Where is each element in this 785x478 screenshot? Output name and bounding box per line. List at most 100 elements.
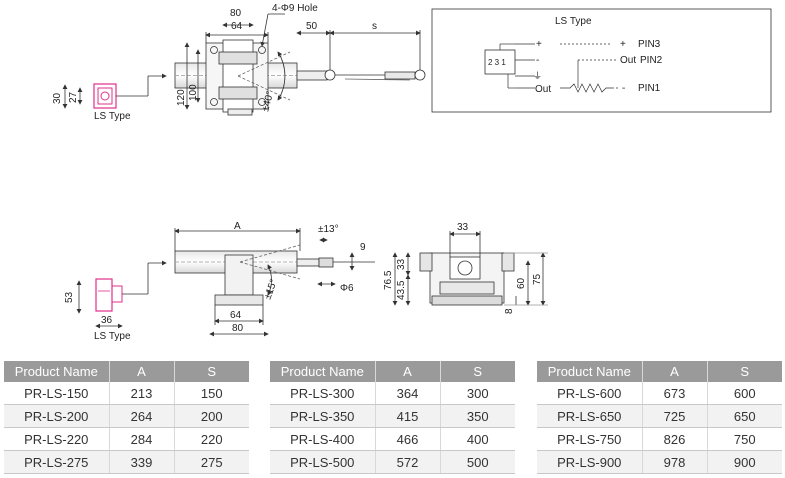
col-s: S	[706, 361, 782, 382]
pin-out-2: Out	[620, 55, 636, 66]
col-s: S	[439, 361, 515, 382]
dim-33-side: 33	[396, 258, 407, 270]
cell-a: 415	[374, 404, 440, 428]
ls-schematic: LS Type 2 3 1 + - ⏚ Out + Out - PIN3 PIN…	[431, 8, 772, 113]
dim-30: 30	[52, 92, 63, 104]
pin-plus-2: +	[620, 39, 626, 50]
cell-a: 213	[108, 382, 174, 405]
cell-product: PR-LS-220	[4, 427, 109, 451]
col-product-name: Product Name	[4, 361, 109, 382]
pin1-label: PIN1	[638, 83, 661, 94]
cell-s: 750	[706, 427, 782, 451]
ls-type-caption-top: LS Type	[94, 111, 131, 122]
dim-76-5: 76.5	[383, 270, 394, 290]
cell-product: PR-LS-500	[270, 450, 375, 474]
cell-a: 466	[374, 427, 440, 451]
pin-out-1: Out	[535, 84, 551, 95]
cell-product: PR-LS-300	[270, 382, 375, 405]
cell-product: PR-LS-650	[537, 404, 642, 428]
dim-50: 50	[306, 21, 318, 32]
cell-a: 572	[374, 450, 440, 474]
cell-product: PR-LS-600	[537, 382, 642, 405]
cell-product: PR-LS-150	[4, 382, 109, 405]
pin-minus-1: -	[536, 55, 539, 66]
cell-product: PR-LS-350	[270, 404, 375, 428]
hole-label: 4-Φ9 Hole	[272, 3, 318, 14]
cell-product: PR-LS-275	[4, 450, 109, 474]
schematic-title: LS Type	[555, 16, 592, 27]
col-s: S	[173, 361, 249, 382]
dim-100: 100	[188, 84, 199, 101]
front-view-labels: 80 64 4-Φ9 Hole 50 s 120 100 ±40°	[176, 3, 377, 113]
dim-53: 53	[64, 291, 75, 303]
dim-80-side: 80	[232, 323, 244, 334]
dim-angle-13: ±13°	[318, 224, 339, 235]
cell-a: 725	[641, 404, 707, 428]
cell-s: 600	[706, 382, 782, 405]
dim-angle-40: ±40°	[260, 90, 276, 113]
cell-product: PR-LS-200	[4, 404, 109, 428]
cell-a: 826	[641, 427, 707, 451]
col-product-name: Product Name	[270, 361, 375, 382]
cell-s: 275	[173, 450, 249, 474]
dim-27: 27	[68, 91, 79, 103]
pin-minus-2: -	[622, 83, 625, 94]
col-a: A	[641, 361, 707, 382]
cell-a: 284	[108, 427, 174, 451]
dim-120: 120	[176, 89, 187, 106]
col-a: A	[374, 361, 440, 382]
cell-s: 900	[706, 450, 782, 474]
conn-pins-label: 2 3 1	[488, 58, 506, 67]
side-view-labels: A ±13° 9 Φ6 ±15° 64 80	[230, 221, 366, 334]
ls-type-caption-bottom: LS Type	[94, 331, 131, 342]
cell-s: 200	[173, 404, 249, 428]
cell-a: 673	[641, 382, 707, 405]
cell-s: 350	[439, 404, 515, 428]
dim-9: 9	[360, 242, 366, 253]
pin2-label: PIN2	[640, 55, 663, 66]
cell-s: 400	[439, 427, 515, 451]
end-view-labels: 33 76.5 33 43.5 60 75 8	[383, 222, 543, 314]
end-view	[392, 231, 548, 306]
cell-a: 264	[108, 404, 174, 428]
dim-64-side: 64	[230, 310, 242, 321]
col-a: A	[108, 361, 174, 382]
dim-36: 36	[101, 315, 113, 326]
side-view	[174, 228, 375, 337]
dim-8: 8	[504, 308, 515, 314]
col-product-name: Product Name	[537, 361, 642, 382]
dim-angle-15: ±15°	[262, 278, 279, 301]
cell-product: PR-LS-400	[270, 427, 375, 451]
cell-s: 220	[173, 427, 249, 451]
dim-s: s	[372, 21, 377, 32]
cell-s: 650	[706, 404, 782, 428]
pin3-label: PIN3	[638, 39, 661, 50]
cell-a: 978	[641, 450, 707, 474]
cell-s: 300	[439, 382, 515, 405]
cell-a: 364	[374, 382, 440, 405]
dim-80-top: 80	[230, 8, 242, 19]
dim-60: 60	[516, 277, 527, 289]
dim-phi6: Φ6	[340, 283, 354, 294]
ls-connector-top: 30 27 LS Type	[52, 73, 167, 122]
dim-43-5: 43.5	[396, 280, 407, 300]
pin-plus-1: +	[536, 39, 542, 50]
cell-a: 339	[108, 450, 174, 474]
ground-symbol: ⏚	[533, 71, 542, 81]
dim-a: A	[234, 221, 241, 232]
